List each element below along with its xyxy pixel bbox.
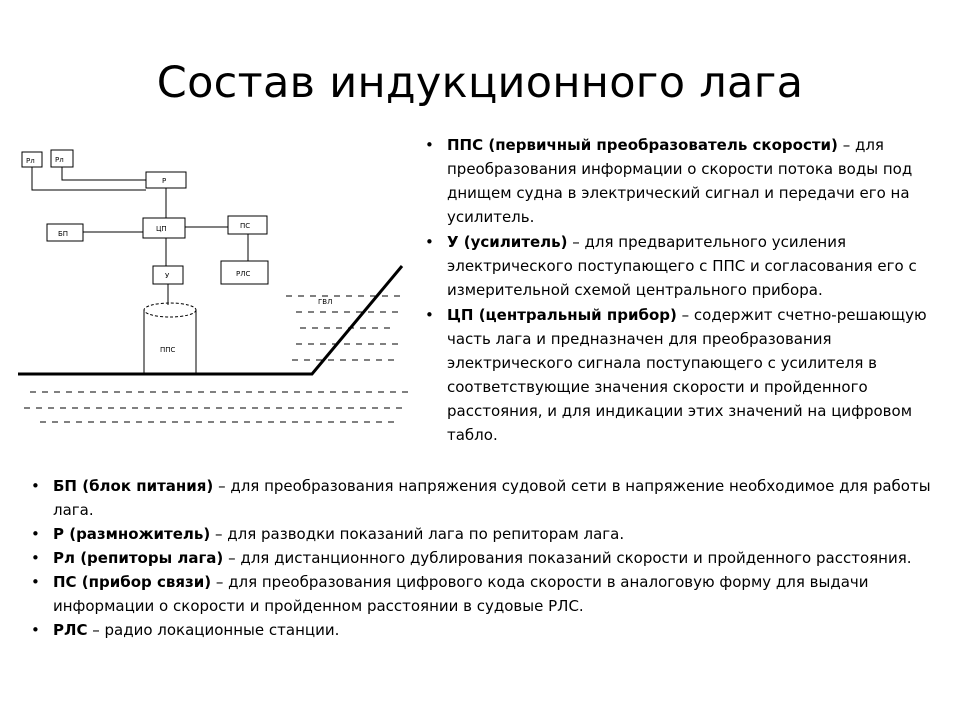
label-rl-2: Рл [55, 156, 64, 164]
term: Рл (репиторы лага) [53, 549, 224, 567]
description: – для преобразования цифрового кода скор… [53, 573, 869, 615]
sensor-top-ellipse [143, 302, 197, 318]
label-r: Р [162, 177, 166, 185]
list-item: • РЛС – радио локационные станции. [31, 618, 933, 642]
page-title: Состав индукционного лага [156, 58, 804, 108]
bullet-icon: • [425, 233, 434, 251]
bullet-icon: • [31, 621, 40, 639]
description: – радио локационные станции. [87, 621, 340, 639]
label-cp: ЦП [156, 225, 167, 233]
log-block-diagram: Рл Рл Р БП ЦП ПС У РЛС ППС ГВЛ [18, 149, 408, 423]
bullet-icon: • [31, 549, 40, 567]
list-item: • Рл (репиторы лага) – для дистанционного… [31, 546, 933, 570]
hull-line [18, 265, 404, 376]
list-item: • Р (размножитель) – для разводки показан… [31, 522, 933, 546]
label-pps: ППС [160, 346, 176, 354]
list-item: • ЦП (центральный прибор) – содержит счет… [425, 303, 947, 448]
term: РЛС [53, 621, 88, 639]
list-item: • БП (блок питания) – для преобразования … [31, 474, 933, 522]
bullet-icon: • [31, 525, 40, 543]
label-ps: ПС [240, 222, 250, 230]
term: БП (блок питания) [53, 477, 214, 495]
radar-box [220, 260, 269, 285]
label-gvl: ГВЛ [318, 298, 332, 306]
description: – для дистанционного дублирования показа… [223, 549, 912, 567]
description: – для разводки показаний лага по репитор… [210, 525, 625, 543]
term: У (усилитель) [447, 233, 568, 251]
description: – для преобразования информации о скорос… [447, 136, 913, 226]
description: – для преобразования напряжения судовой … [53, 477, 931, 519]
bottom-definitions-list: • БП (блок питания) – для преобразования … [31, 474, 933, 642]
central-device-box [142, 217, 186, 239]
label-bp: БП [58, 230, 68, 238]
list-item: • ППС (первичный преобразователь скорости… [425, 133, 947, 230]
right-definitions-list: • ППС (первичный преобразователь скорости… [425, 133, 947, 448]
bullet-icon: • [31, 477, 40, 495]
description: – содержит счетно-решающую часть лага и … [447, 306, 927, 444]
bullet-icon: • [31, 573, 40, 591]
label-rls: РЛС [236, 270, 250, 278]
list-item: • У (усилитель) – для предварительного ус… [425, 230, 947, 303]
bullet-icon: • [425, 306, 434, 324]
term: ПС (прибор связи) [53, 573, 212, 591]
label-rl-1: Рл [26, 157, 35, 165]
term: Р (размножитель) [53, 525, 211, 543]
term: ЦП (центральный прибор) [447, 306, 677, 324]
bullet-icon: • [425, 136, 434, 154]
term: ППС (первичный преобразователь скорости) [447, 136, 838, 154]
description: – для предварительного усиления электрич… [447, 233, 917, 299]
label-u: У [165, 272, 170, 280]
list-item: • ПС (прибор связи) – для преобразования … [31, 570, 933, 618]
